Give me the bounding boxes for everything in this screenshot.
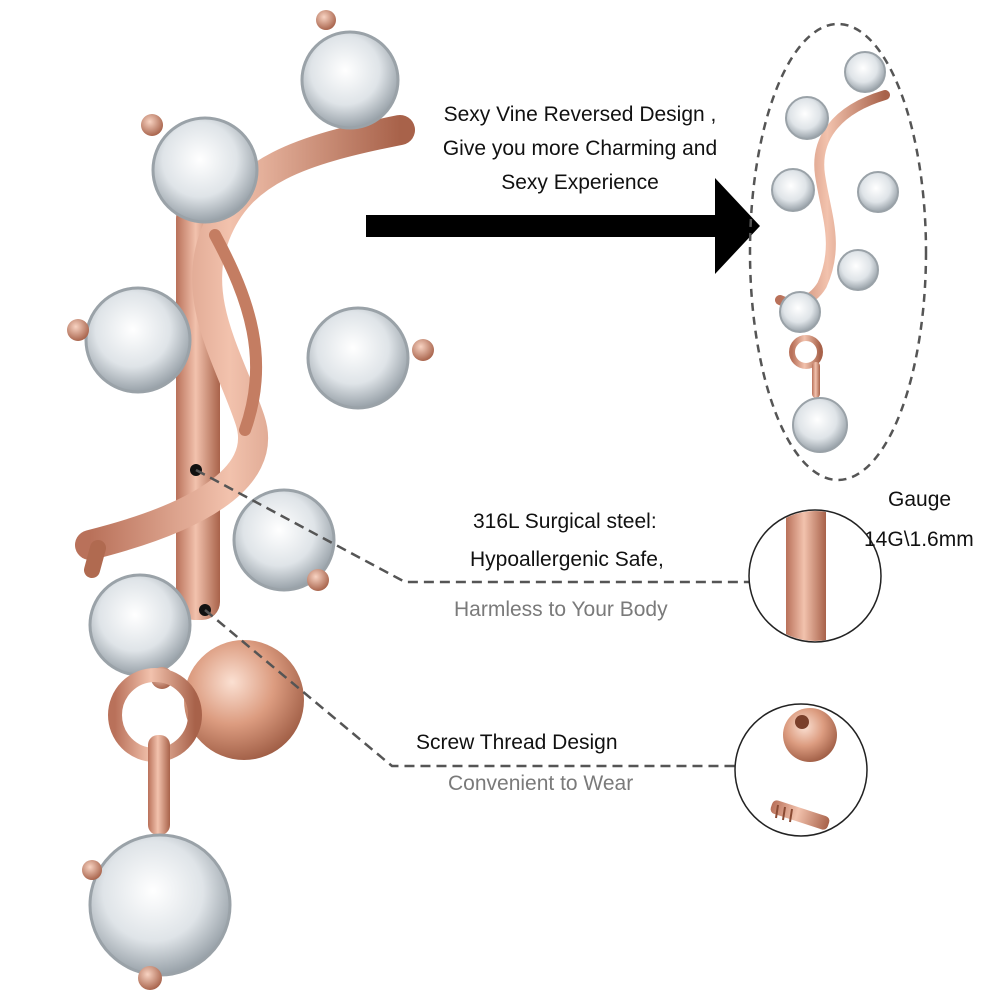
callout-line-thread xyxy=(199,604,738,768)
vine-loop xyxy=(209,229,263,436)
gauge-value: 14G\1.6mm xyxy=(864,528,974,551)
material-line-2: Hypoallergenic Safe, xyxy=(470,548,664,571)
headline-line-3: Sexy Experience xyxy=(501,171,659,194)
crystal-gem xyxy=(141,114,259,224)
thread-line-1: Screw Thread Design xyxy=(416,731,618,754)
vine-stem xyxy=(75,115,415,560)
crystal-gem xyxy=(67,286,192,394)
crystal-gem xyxy=(82,833,232,990)
headline-text: Sexy Vine Reversed Design , Give you mor… xyxy=(404,98,756,200)
arrow-right-icon xyxy=(366,178,760,274)
thread-detail-circle xyxy=(734,703,868,837)
crystal-gem xyxy=(300,10,400,130)
headline-line-1: Sexy Vine Reversed Design , xyxy=(443,103,717,126)
gauge-label: Gauge xyxy=(888,488,952,511)
main-jewelry xyxy=(67,10,434,990)
material-line-1: 316L Surgical steel: xyxy=(473,510,657,533)
gauge-detail-circle xyxy=(748,509,882,643)
material-line-3: Harmless to Your Body xyxy=(454,598,668,621)
bottom-ball xyxy=(184,640,304,760)
reversed-design-preview xyxy=(748,22,928,482)
headline-line-2: Give you more Charming and xyxy=(442,137,718,160)
thread-line-2: Convenient to Wear xyxy=(448,772,634,795)
callout-line-steel xyxy=(190,464,752,584)
crystal-gem xyxy=(306,306,434,410)
crystal-gem xyxy=(232,488,336,592)
